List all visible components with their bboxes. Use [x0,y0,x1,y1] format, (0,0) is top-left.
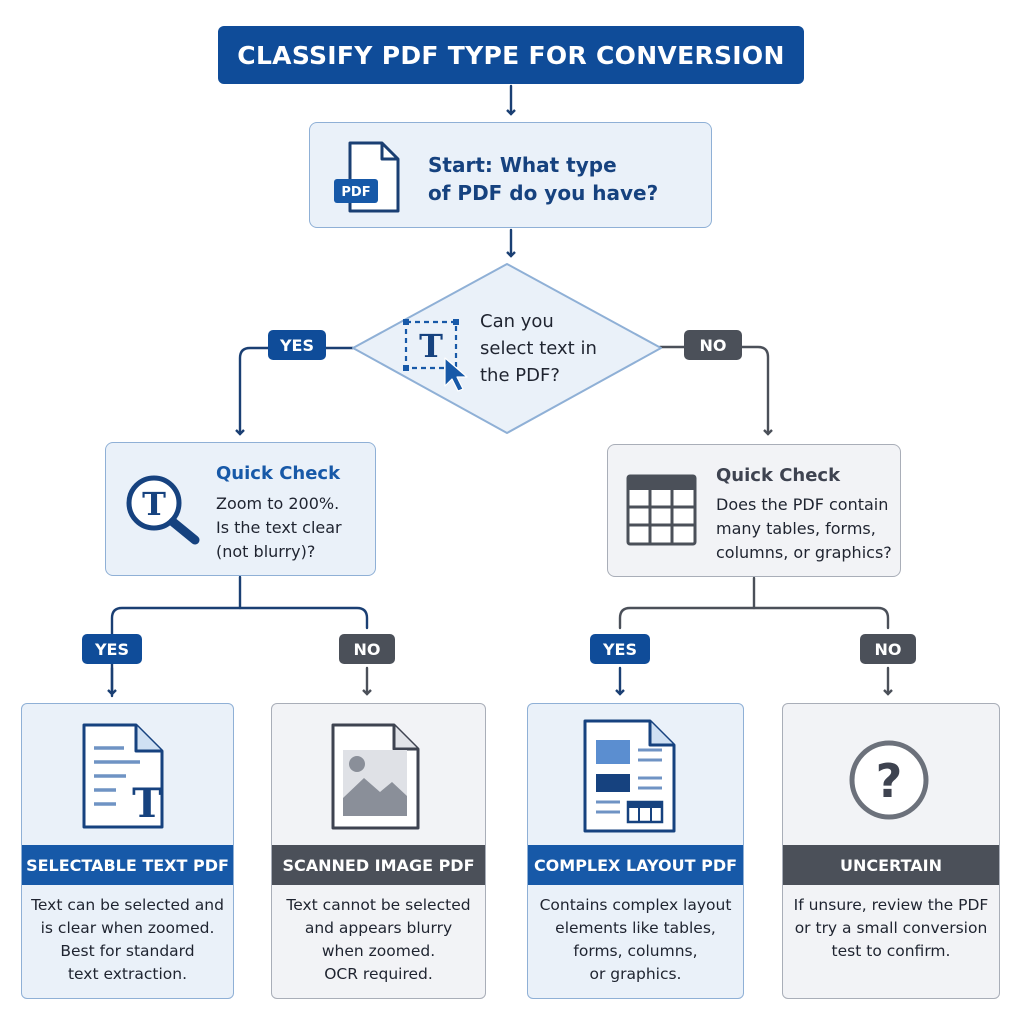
result-2-line-1: Text cannot be selected [286,896,471,914]
right-check-body: Does the PDF contain many tables, forms,… [716,493,892,565]
result-1-description: Text can be selected and is clear when z… [26,894,229,986]
image-document-icon [331,723,420,830]
result-3-line-3: forms, columns, [573,942,698,960]
result-4-line-1: If unsure, review the PDF [793,896,989,914]
result-4-description: If unsure, review the PDF or try a small… [787,894,995,963]
result-2-title: SCANNED IMAGE PDF [272,845,485,885]
badge-decision-no: NO [684,330,742,360]
result-selectable-text: T SELECTABLE TEXT PDF Text can be select… [21,703,234,999]
start-box: PDF Start: What type of PDF do you have? [309,122,712,228]
diagram-title: CLASSIFY PDF TYPE FOR CONVERSION [218,26,804,84]
result-2-description: Text cannot be selected and appears blur… [276,894,481,986]
right-quick-check-box: Quick Check Does the PDF contain many ta… [607,444,901,577]
left-check-body: Zoom to 200%. Is the text clear (not blu… [216,492,342,564]
result-4-line-2: or try a small conversion [794,919,988,937]
layout-document-icon [583,719,676,833]
result-4-line-3: test to confirm. [831,942,951,960]
decision-line-3: the PDF? [480,365,560,386]
result-3-title: COMPLEX LAYOUT PDF [528,845,743,885]
result-scanned-image: SCANNED IMAGE PDF Text cannot be selecte… [271,703,486,999]
result-2-line-4: OCR required. [324,965,433,983]
left-check-line-3: (not blurry)? [216,542,316,561]
badge-left-yes: YES [82,634,142,664]
badge-right-no: NO [860,634,916,664]
magnify-text-icon: T [126,475,200,545]
result-4-title: UNCERTAIN [783,845,999,885]
result-complex-layout: COMPLEX LAYOUT PDF Contains complex layo… [527,703,744,999]
text-select-cursor-icon: T [403,319,468,392]
badge-decision-yes: YES [268,330,326,360]
result-3-description: Contains complex layout elements like ta… [532,894,739,986]
right-check-line-2: many tables, forms, [716,519,876,538]
result-1-line-3: Best for standard [60,942,195,960]
arrow-decision-yes [235,346,355,436]
result-1-line-4: text extraction. [67,965,188,983]
left-check-line-2: Is the text clear [216,518,342,537]
start-line-2: of PDF do you have? [428,181,659,205]
result-3-line-4: or graphics. [589,965,682,983]
result-3-line-1: Contains complex layout [539,896,732,914]
right-check-title: Quick Check [716,465,841,486]
result-1-line-2: is clear when zoomed. [40,919,215,937]
table-grid-icon [626,474,697,546]
result-1-line-1: Text can be selected and [31,896,224,914]
svg-text:?: ? [876,754,903,808]
result-uncertain: ? UNCERTAIN If unsure, review the PDF or… [782,703,1000,999]
pdf-file-icon: PDF [334,141,400,213]
badge-left-no: NO [339,634,395,664]
text-document-icon: T [82,723,164,829]
right-check-line-3: columns, or graphics? [716,543,892,562]
question-mark-icon: ? [849,740,929,820]
left-check-line-1: Zoom to 200%. [216,494,340,513]
decision-question: Can you select text in the PDF? [480,308,597,389]
result-3-line-2: elements like tables, [555,919,716,937]
decision-line-2: select text in [480,338,597,359]
decision-line-1: Can you [480,311,554,332]
left-check-title: Quick Check [216,463,341,484]
svg-text:T: T [419,327,443,365]
arrow-decision-no [658,345,773,436]
start-line-1: Start: What type [428,153,617,177]
decision-diamond: T [352,263,662,434]
svg-text:T: T [142,485,166,523]
start-question: Start: What type of PDF do you have? [428,151,658,207]
right-check-line-1: Does the PDF contain [716,495,889,514]
pdf-icon-label: PDF [341,185,370,200]
left-quick-check-box: T Quick Check Zoom to 200%. Is the text … [105,442,376,576]
result-2-line-2: and appears blurry [304,919,453,937]
result-2-line-3: when zoomed. [321,942,436,960]
badge-right-yes: YES [590,634,650,664]
result-1-title: SELECTABLE TEXT PDF [22,845,233,885]
svg-text:T: T [132,780,162,827]
